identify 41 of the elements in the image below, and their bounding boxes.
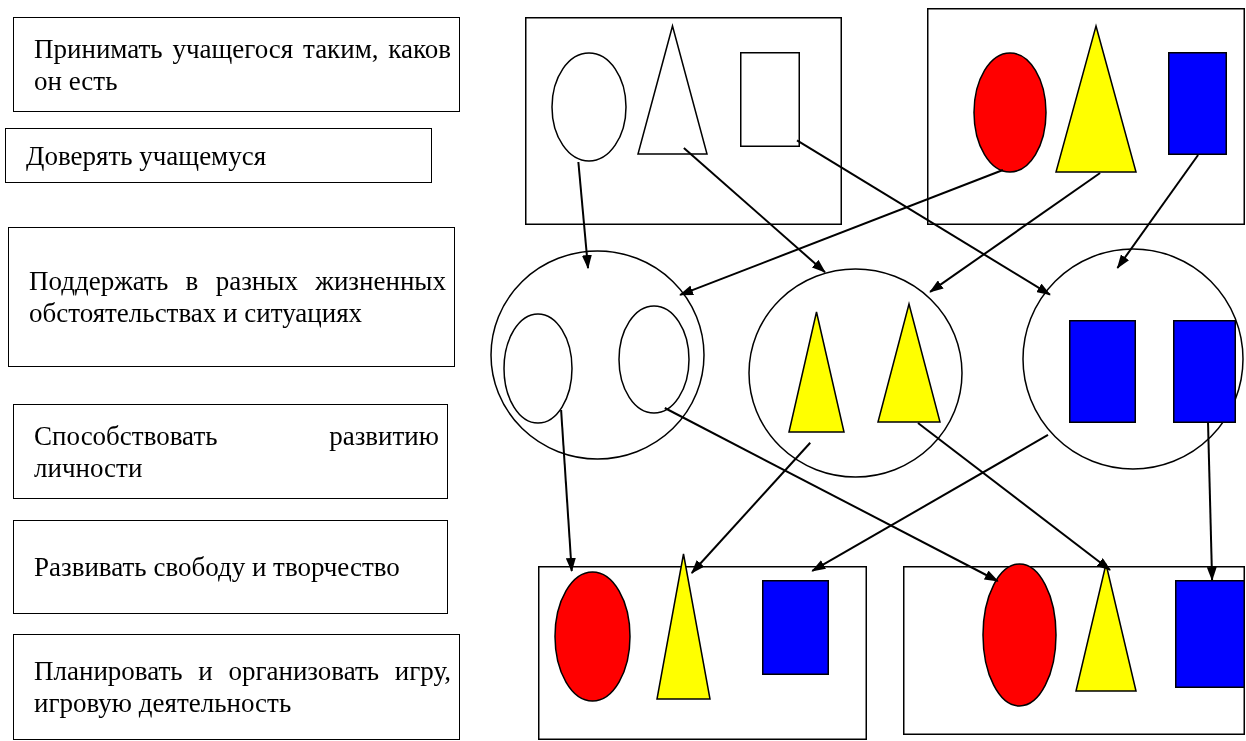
triangle-shape <box>1055 25 1137 173</box>
arrow <box>929 172 1102 293</box>
arrow <box>1206 422 1217 581</box>
text-box: Развивать свободу и творчество <box>13 520 448 614</box>
arrow <box>811 433 1049 572</box>
text-box: Планировать и организовать игру, игровую деятельность <box>13 634 460 740</box>
arrow <box>679 169 1004 296</box>
triangle-shape <box>637 25 708 155</box>
circle-group <box>748 268 963 478</box>
arrow <box>916 422 1112 571</box>
triangle-shape <box>788 311 845 433</box>
rectangle-shape <box>525 17 842 225</box>
rectangle-shape <box>1173 320 1236 423</box>
rectangle-shape <box>1069 320 1136 423</box>
text-box: Доверять учащемуся <box>5 128 432 183</box>
rectangle-shape <box>1168 52 1227 155</box>
rectangle-shape <box>762 580 829 675</box>
ellipse-shape <box>618 305 690 414</box>
triangle-shape <box>877 303 941 423</box>
arrow <box>663 407 999 582</box>
arrow <box>560 409 576 572</box>
circle-group <box>1022 248 1244 470</box>
text-box: Поддержать в разных жизненных обстоятельствах и ситуациях <box>8 227 455 367</box>
ellipse-shape <box>503 313 573 424</box>
arrow <box>682 147 826 274</box>
arrow <box>690 441 812 574</box>
triangle-shape <box>656 553 711 700</box>
text-box: Способствовать развитию личности <box>13 404 448 499</box>
ellipse-shape <box>973 52 1047 173</box>
arrow <box>796 139 1051 296</box>
rectangle-shape <box>903 566 1245 735</box>
ellipse-shape <box>982 563 1057 707</box>
arrow <box>1116 154 1200 269</box>
rectangle-shape <box>1175 580 1245 688</box>
text-box: Принимать учащегося таким, каков он есть <box>13 17 460 112</box>
rectangle-shape <box>927 8 1245 225</box>
ellipse-shape <box>554 571 631 702</box>
ellipse-shape <box>551 52 627 162</box>
circle-group <box>490 250 705 460</box>
arrow <box>577 161 592 270</box>
rectangle-shape <box>740 52 800 147</box>
